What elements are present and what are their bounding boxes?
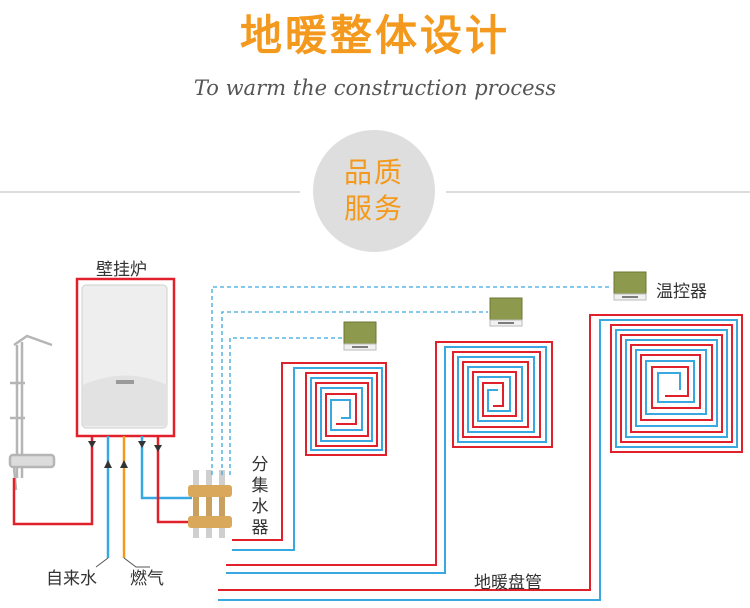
badge-line-2: 服务 bbox=[343, 192, 404, 225]
thermostat-label: 温控器 bbox=[656, 282, 707, 302]
divider-right bbox=[446, 191, 750, 193]
floor-loop-2 bbox=[226, 341, 553, 574]
thermostat-icon bbox=[613, 271, 647, 301]
shower-icon bbox=[8, 334, 56, 491]
flow-arrows bbox=[88, 441, 162, 468]
quality-service-badge: 品质 服务 bbox=[313, 130, 435, 252]
boiler-pipes bbox=[12, 436, 192, 558]
page-title: 地暖整体设计 bbox=[239, 11, 510, 60]
boiler-label: 壁挂炉 bbox=[96, 260, 147, 280]
gas-label: 燃气 bbox=[130, 569, 164, 589]
badge-line-1: 品质 bbox=[343, 156, 404, 189]
boiler-icon bbox=[75, 277, 176, 438]
floor-pipe-label: 地暖盘管 bbox=[474, 573, 542, 593]
manifold-icon bbox=[188, 470, 232, 538]
floor-loop-3 bbox=[218, 314, 743, 601]
thermostat-icon bbox=[343, 321, 377, 351]
manifold-label: 分集水器 bbox=[251, 455, 269, 538]
page-subtitle: To warm the construction process bbox=[193, 76, 557, 100]
thermostat-icon bbox=[489, 297, 523, 327]
tap-water-label: 自来水 bbox=[46, 569, 97, 589]
thermostat-wires bbox=[211, 286, 612, 475]
divider-left bbox=[0, 191, 300, 193]
floor-loop-1 bbox=[232, 362, 387, 551]
supply-leaders bbox=[95, 557, 150, 568]
